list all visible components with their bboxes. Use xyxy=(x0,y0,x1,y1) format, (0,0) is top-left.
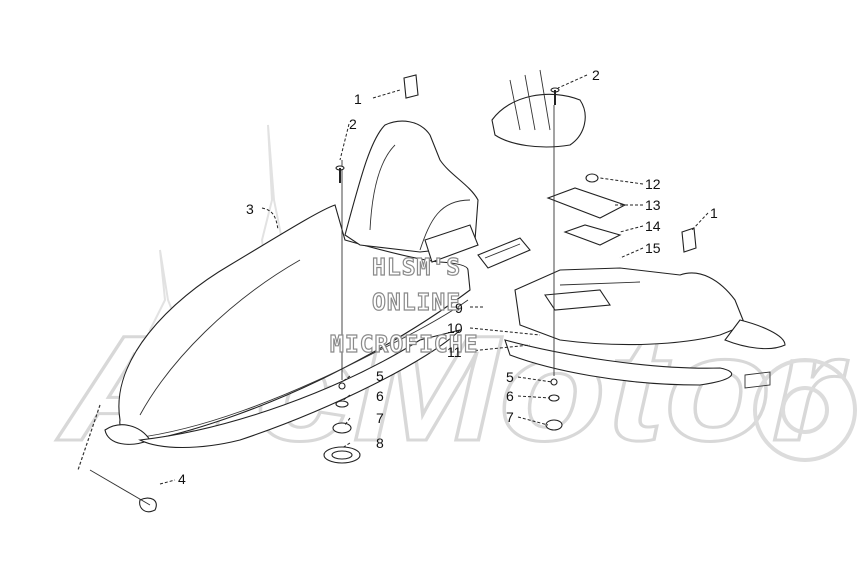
callout-9: 9 xyxy=(455,300,463,316)
hood-fairing xyxy=(104,204,471,448)
watermark-line-3: MICROFICHE xyxy=(330,332,478,358)
screw-right xyxy=(550,87,560,105)
callout-4: 4 xyxy=(178,471,186,487)
callout-5-right: 5 xyxy=(506,369,514,385)
callout-3: 3 xyxy=(246,201,254,217)
end-cap-right xyxy=(681,227,697,253)
callout-1-right: 1 xyxy=(710,205,718,221)
screw-left xyxy=(335,165,345,183)
callout-10: 10 xyxy=(447,320,463,336)
watermark-line-1: HLSM'S xyxy=(372,255,461,281)
watermark-wheel xyxy=(753,358,857,462)
fastener-stack-left xyxy=(323,160,361,464)
callout-2-left: 2 xyxy=(349,116,357,132)
fastener-stack-right xyxy=(545,105,563,431)
cap xyxy=(585,173,599,183)
watermark-line-2: ONLINE xyxy=(372,290,461,316)
callout-14: 14 xyxy=(645,218,661,234)
callout-6-left: 6 xyxy=(376,388,384,404)
callout-8: 8 xyxy=(376,435,384,451)
leader-lines xyxy=(159,74,709,485)
callout-7-right: 7 xyxy=(506,409,514,425)
callout-6-right: 6 xyxy=(506,388,514,404)
callout-1-left: 1 xyxy=(354,91,362,107)
windshield-assembly xyxy=(344,120,479,263)
gasket xyxy=(563,224,622,246)
callout-2-right: 2 xyxy=(592,67,600,83)
callout-7-left: 7 xyxy=(376,410,384,426)
mounting-plate xyxy=(546,187,627,219)
steering-bracket xyxy=(491,69,586,148)
end-cap-left xyxy=(403,74,419,99)
callout-15: 15 xyxy=(645,240,661,256)
vent-insert xyxy=(477,237,531,269)
callout-12: 12 xyxy=(645,176,661,192)
callout-11: 11 xyxy=(447,344,462,360)
callout-13: 13 xyxy=(645,197,661,213)
hitch-pin xyxy=(77,404,157,513)
rear-tray xyxy=(504,267,786,389)
callout-5-left: 5 xyxy=(376,368,384,384)
